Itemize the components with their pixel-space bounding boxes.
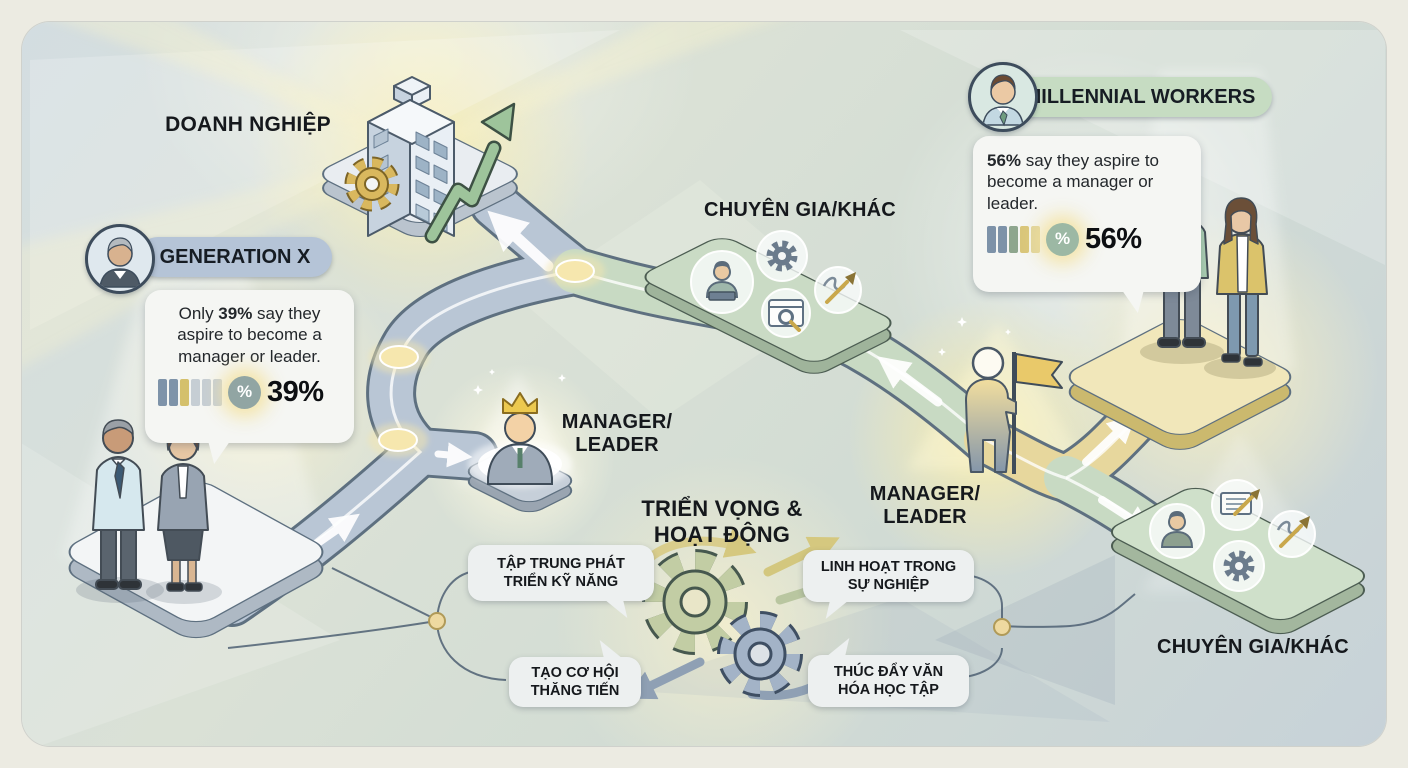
percent-circle-icon: % (228, 375, 261, 409)
specialists-bottom-label: CHUYÊN GIA/KHÁC (1157, 636, 1349, 658)
genx-stat-row: % 39% (158, 375, 343, 409)
millennial-avatar-icon (968, 62, 1038, 132)
millennial-speech-bubble: 56% say they aspire to become a manager … (973, 136, 1201, 313)
crowned-person-icon (473, 369, 566, 485)
specialists-top-label: CHUYÊN GIA/KHÁC (704, 199, 896, 221)
flag-person-icon (938, 317, 1063, 474)
gear-icon (1223, 550, 1255, 582)
millennial-stat-row: % 56% (987, 222, 1187, 256)
art-pen-icon (822, 272, 856, 304)
genx-stat-value: 39% (267, 375, 324, 408)
genx-quote: Only 39% say they aspire to become a man… (177, 304, 322, 366)
millennial-bar (987, 225, 1040, 253)
millennial-badge-label: MILLENNIAL WORKERS (1024, 85, 1256, 108)
growth-arrow-icon (424, 102, 516, 244)
gear-icon (766, 240, 798, 272)
infographic-canvas: DOANH NGHIỆP GENERATION X Only 39% say t… (22, 22, 1386, 746)
genx-bar (158, 378, 222, 406)
percent-circle-icon: % (1046, 222, 1079, 256)
millennial-stat-value: 56% (1085, 222, 1142, 255)
genx-people (76, 419, 222, 604)
person-laptop-icon (705, 261, 739, 301)
genx-speech-bubble: Only 39% say they aspire to become a man… (145, 290, 354, 464)
genx-badge: GENERATION X (138, 237, 332, 277)
support-person-icon (1160, 511, 1194, 548)
millennial-platform (1068, 319, 1292, 450)
activity-bubble-flexibility: LINH HOẠT TRONG SỰ NGHIỆP (803, 550, 974, 619)
activity-bubble-learning: THÚC ĐẨY VĂN HÓA HỌC TẬP (808, 638, 969, 707)
document-pencil-icon (1220, 489, 1260, 516)
browser-search-icon (768, 299, 804, 332)
manager-right-label: MANAGER/ LEADER (869, 483, 981, 528)
genx-badge-label: GENERATION X (159, 245, 311, 268)
genx-avatar-icon (85, 224, 155, 294)
art-pen-icon (1276, 516, 1310, 548)
activity-bubble-skill: TẬP TRUNG PHÁT TRIỂN KỸ NĂNG (468, 545, 654, 618)
manager-left-label: MANAGER/ LEADER (561, 411, 673, 456)
specialists-top-icons (690, 230, 862, 338)
building-label: DOANH NGHIỆP (165, 113, 331, 136)
building-gear-icon (344, 156, 400, 212)
millennial-quote: 56% say they aspire to become a manager … (987, 151, 1159, 213)
millennial-badge: MILLENNIAL WORKERS (1008, 77, 1272, 117)
specialists-bottom-icons (1149, 479, 1316, 592)
activity-bubble-promotion: TẠO CƠ HỘI THĂNG TIẾN (509, 640, 641, 707)
connector-nodes (428, 612, 1011, 636)
center-title: TRIỂN VỌNG & HOẠT ĐỘNG (641, 496, 803, 548)
